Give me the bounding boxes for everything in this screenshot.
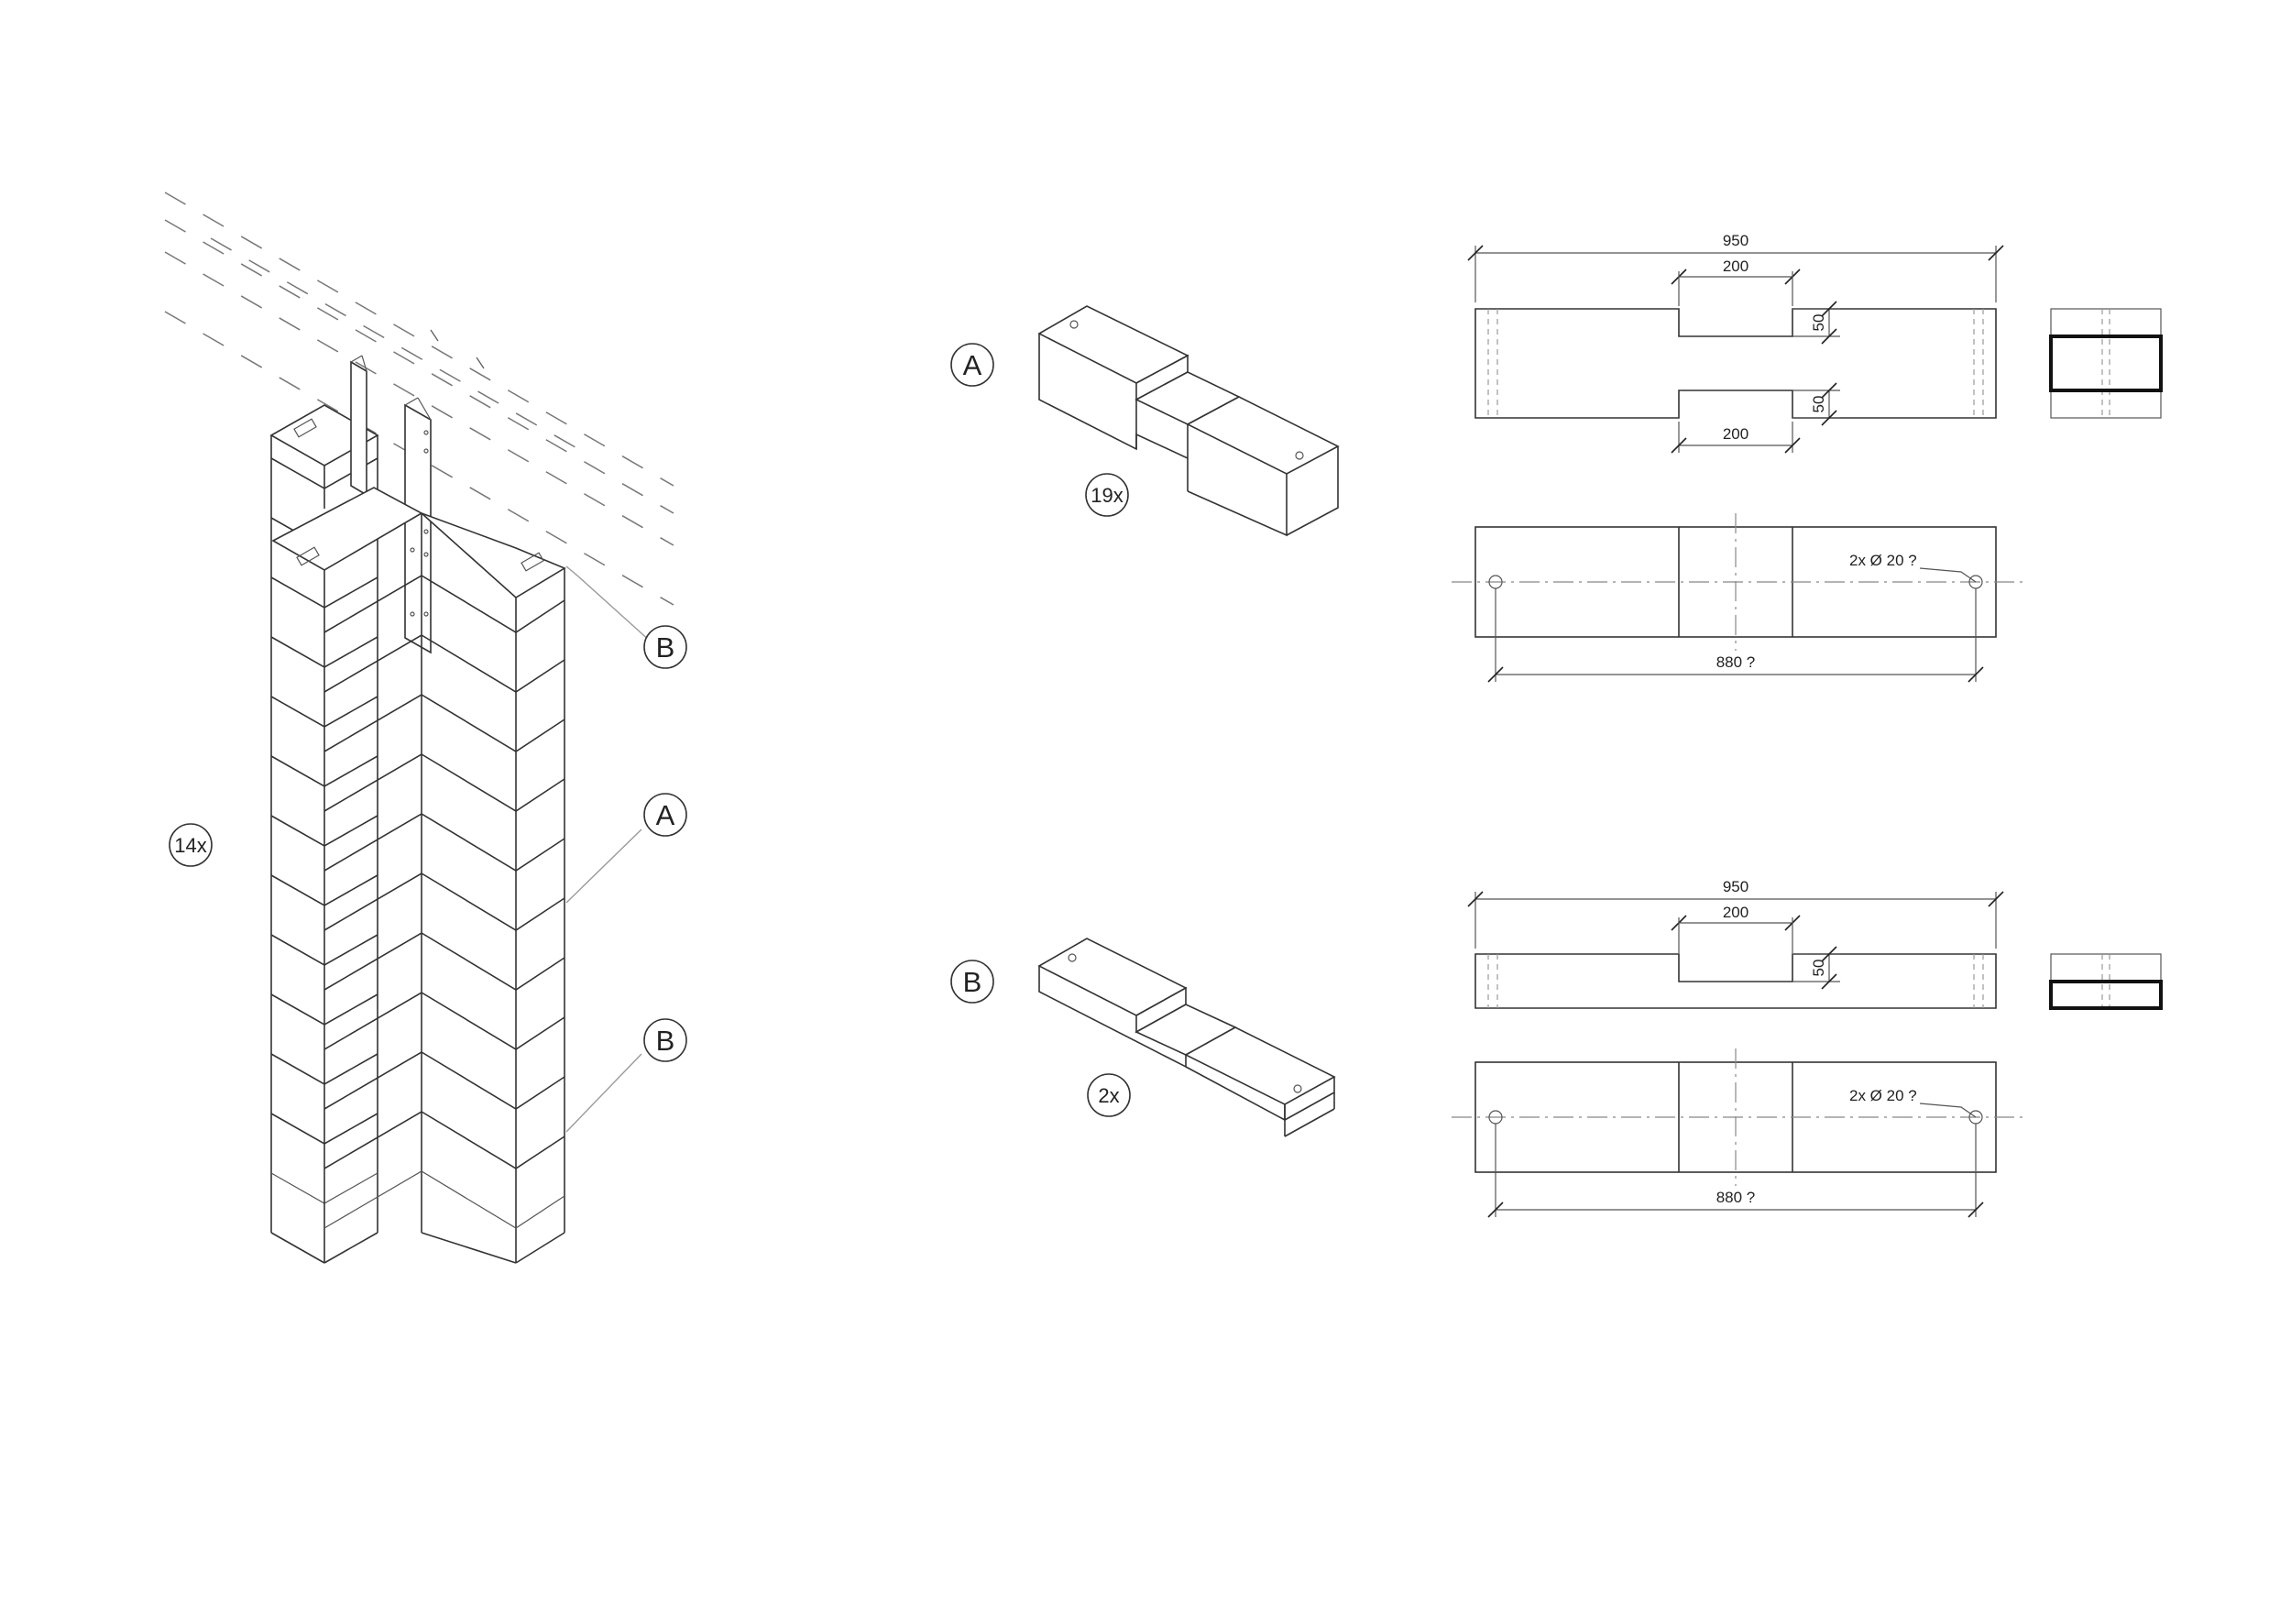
callout-B-circle — [950, 960, 994, 1004]
element-B-front-view: 950 200 50 — [1467, 878, 2004, 1009]
element-A-isometric: A 19x — [950, 305, 1340, 537]
dim-B-depth: 50 — [1810, 960, 1827, 977]
assembly-leaders — [565, 565, 652, 1133]
count-B-label: 2x — [1098, 1084, 1119, 1107]
element-B-top-view: 2x Ø 20 ? 880 ? — [1452, 1048, 2025, 1218]
spacing-A-label: 880 ? — [1716, 653, 1756, 671]
count-main-label: 14x — [174, 834, 206, 857]
count-B-circle — [1087, 1073, 1131, 1117]
holes-B-label: 2x Ø 20 ? — [1849, 1087, 1917, 1104]
element-B-end-view — [2049, 953, 2163, 1010]
dim-A-length: 950 — [1723, 232, 1748, 249]
callout-B-top: B — [643, 625, 687, 669]
spacing-B-label: 880 ? — [1716, 1189, 1756, 1206]
dim-B-notch: 200 — [1723, 904, 1748, 921]
callout-B-bottom-label: B — [656, 1025, 675, 1057]
assembly-isometric: B A B 14x — [164, 192, 687, 1264]
holes-A-label: 2x Ø 20 ? — [1849, 552, 1917, 569]
dim-A-depth-bottom: 50 — [1810, 396, 1827, 413]
callout-A-assembly: A — [643, 793, 687, 837]
count-A-circle — [1085, 473, 1129, 517]
dim-A-notch-bottom: 200 — [1723, 425, 1748, 443]
element-B-isometric: B 2x — [950, 938, 1336, 1137]
callout-B-bottom: B — [643, 1018, 687, 1062]
element-A-end-view — [2049, 308, 2163, 419]
right-column — [271, 487, 566, 1264]
callout-A-assembly-label: A — [656, 799, 675, 831]
callout-B-top-label: B — [656, 631, 675, 664]
steel-bracket — [350, 329, 485, 654]
count-A-label: 19x — [1091, 484, 1123, 507]
roof-dashed-lines — [164, 192, 674, 606]
callout-A-circle — [950, 343, 994, 387]
dim-B-length: 950 — [1723, 878, 1748, 895]
callout-A-label: A — [963, 349, 982, 381]
dim-A-notch-top: 200 — [1723, 258, 1748, 275]
element-A-front-view: 950 200 50 50 200 — [1467, 232, 2004, 454]
callout-B-label: B — [963, 966, 982, 998]
count-main: 14x — [169, 823, 213, 867]
element-A-top-view: 2x Ø 20 ? 880 ? — [1452, 513, 2025, 683]
dim-A-depth-top: 50 — [1810, 314, 1827, 332]
